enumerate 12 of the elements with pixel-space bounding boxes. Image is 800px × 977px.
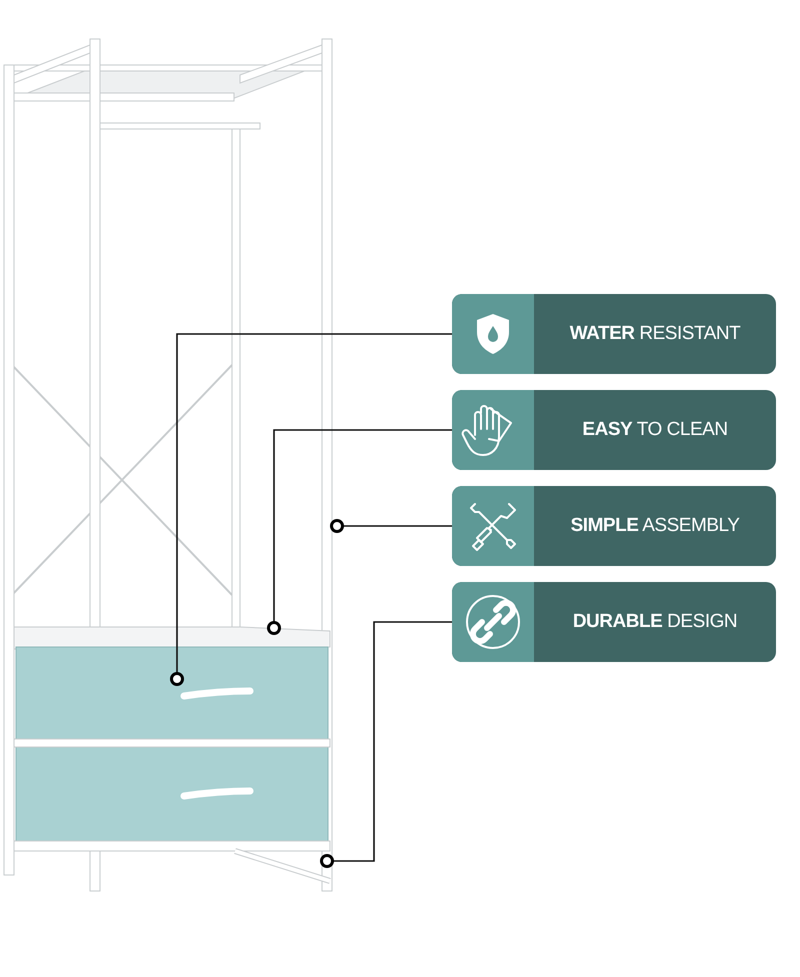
feature-badge bbox=[452, 582, 776, 662]
leader-line bbox=[320, 621, 452, 868]
leader-line bbox=[330, 519, 452, 533]
feature-label: EASY TO CLEAN bbox=[582, 418, 728, 442]
feature-badge bbox=[452, 486, 776, 566]
feature-badge bbox=[452, 390, 776, 470]
feature-label: DURABLE DESIGN bbox=[572, 610, 738, 634]
feature-badge bbox=[452, 294, 776, 374]
leader-line bbox=[267, 429, 452, 635]
feature-label: WATER RESISTANT bbox=[570, 322, 740, 346]
feature-label: SIMPLE ASSEMBLY bbox=[570, 514, 740, 538]
leader-line bbox=[170, 333, 452, 686]
